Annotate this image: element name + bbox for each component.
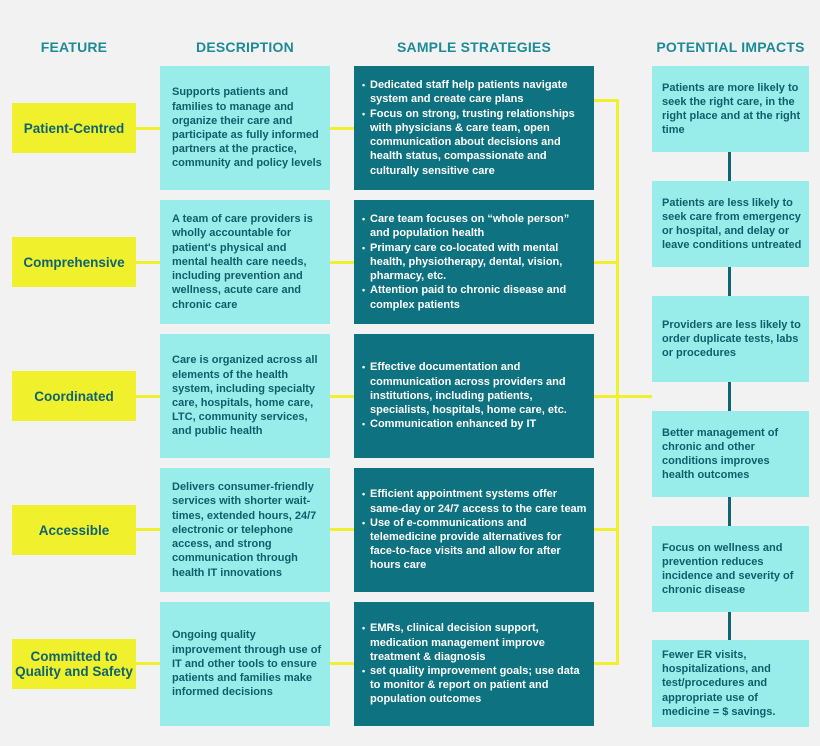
description-coordinated: Care is organized across all elements of… [160,334,330,458]
description-text: Care is organized across all elements of… [172,354,318,438]
header-impacts: POTENTIAL IMPACTS [656,39,805,55]
impact-text: Patients are less likely to seek care fr… [662,196,802,252]
impact-fewer-duplicate-tests: Providers are less likely to order dupli… [652,296,809,382]
description-text: Ongoing quality improvement through use … [172,629,322,699]
impact-text: Patients are more likely to seek the rig… [662,81,801,137]
feature-accessible: Accessible [12,505,136,555]
feature-comprehensive: Comprehensive [12,237,136,287]
strategy-item: Care team focuses on “whole person” and … [362,212,588,240]
strategy-item: Dedicated staff help patients navigate s… [362,78,588,106]
feature-patient-centred: Patient-Centred [12,103,136,153]
impact-right-care: Patients are more likely to seek the rig… [652,66,809,152]
feature-quality-safety: Committed to Quality and Safety [12,639,136,689]
impacts-spine [728,150,731,640]
description-comprehensive: A team of care providers is wholly accou… [160,200,330,324]
strategies-comprehensive: Care team focuses on “whole person” and … [354,200,594,324]
strategy-item: set quality improvement goals; use data … [362,664,588,707]
impact-text: Better management of chronic and other c… [662,426,779,482]
header-strategies: SAMPLE STRATEGIES [396,39,552,55]
strategy-item: Use of e-communications and telemedicine… [362,516,588,573]
impact-less-emergency: Patients are less likely to seek care fr… [652,181,809,267]
strategy-link-3 [594,395,618,398]
impact-chronic-management: Better management of chronic and other c… [652,411,809,497]
description-accessible: Delivers consumer-friendly services with… [160,468,330,592]
description-quality-safety: Ongoing quality improvement through use … [160,602,330,726]
strategy-link-1 [594,99,618,102]
strategy-item: EMRs, clinical decision support, medicat… [362,621,588,664]
strategies-coordinated: Effective documentation and communicatio… [354,334,594,458]
description-text: A team of care providers is wholly accou… [172,213,313,311]
impact-savings: Fewer ER visits, hospitalizations, and t… [652,640,809,727]
strategies-accessible: Efficient appointment systems offer same… [354,468,594,592]
strategy-bus [616,99,619,665]
header-description: DESCRIPTION [196,39,294,55]
strategy-link-2 [594,261,618,264]
strategy-item: Effective documentation and communicatio… [362,360,588,417]
impact-text: Providers are less likely to order dupli… [662,318,801,360]
impact-text: Fewer ER visits, hospitalizations, and t… [662,648,776,718]
description-patient-centred: Supports patients and families to manage… [160,66,330,190]
strategy-item: Focus on strong, trusting relationships … [362,107,588,178]
impacts-link [616,395,652,398]
strategy-link-5 [594,662,618,665]
description-text: Delivers consumer-friendly services with… [172,481,317,579]
impact-text: Focus on wellness and prevention reduces… [662,541,794,597]
impact-wellness-prevention: Focus on wellness and prevention reduces… [652,526,809,612]
strategies-patient-centred: Dedicated staff help patients navigate s… [354,66,594,190]
strategy-link-4 [594,528,618,531]
strategy-item: Attention paid to chronic disease and co… [362,283,588,311]
strategies-quality-safety: EMRs, clinical decision support, medicat… [354,602,594,726]
strategy-item: Efficient appointment systems offer same… [362,487,588,515]
feature-coordinated: Coordinated [12,371,136,421]
strategy-item: Primary care co-located with mental heal… [362,241,588,284]
description-text: Supports patients and families to manage… [172,86,322,170]
header-feature: FEATURE [40,39,108,55]
strategy-item: Communication enhanced by IT [362,417,588,431]
